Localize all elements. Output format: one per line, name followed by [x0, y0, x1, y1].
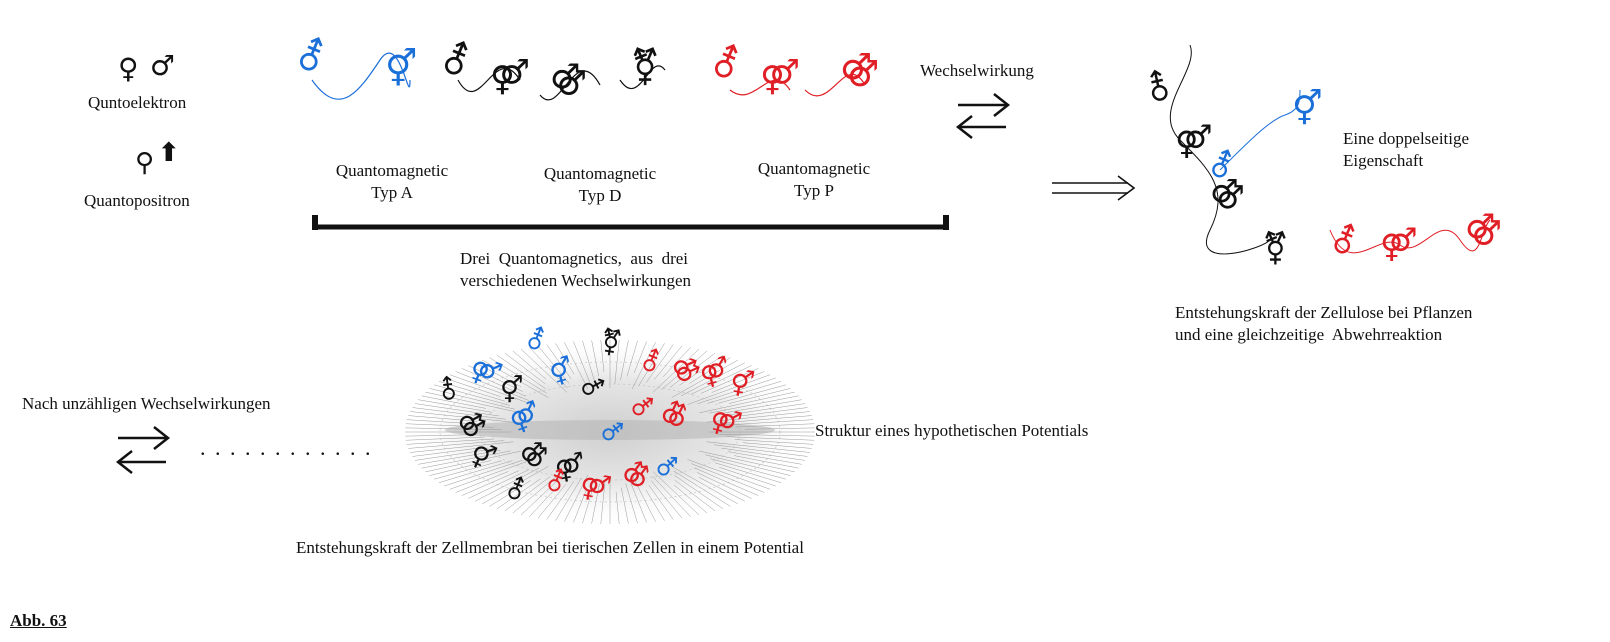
right-property-line1: Eine doppelseitige — [1343, 128, 1469, 150]
cloud-symbol-icon: ⚣ — [520, 440, 548, 466]
right-positron-red-icon: ⚦ — [1330, 225, 1359, 259]
type-d-pair-icon-2: ⚣ — [550, 60, 587, 94]
right-pair-red-icon-1: ⚤ — [1380, 228, 1418, 260]
cloud-symbol-icon: ⚦ — [640, 350, 662, 376]
bottom-dots: . . . . . . . . . . . . — [200, 437, 373, 459]
interaction-label: Wechselwirkung — [920, 60, 1034, 82]
electron-label: Quntoelektron — [88, 92, 186, 114]
cloud-symbol-icon: ⚥ — [500, 378, 523, 404]
right-electron-blue-icon: ⚥ — [1292, 92, 1323, 126]
cloud-symbol-icon: ⚣ — [620, 458, 652, 489]
figure-caption: Abb. 63 — [10, 610, 67, 632]
cloud-symbol-icon: ⚦ — [545, 470, 567, 496]
cloud-symbol-icon: ⚧ — [598, 328, 624, 357]
bracket-caption-line1: Drei Quantomagnetics, aus drei — [460, 248, 691, 270]
male-symbol-icon: ♂ — [150, 52, 175, 80]
type-p-pair-icon-2: ⚣ — [840, 50, 879, 86]
type-a-label-line2: Typ A — [322, 182, 462, 204]
type-d-label: Quantomagnetic Typ D — [530, 163, 670, 207]
cloud-symbol-icon: ⚤ — [697, 356, 733, 389]
cloud-symbol-icon: ⚤ — [707, 406, 743, 439]
type-d-pair-icon-3: ⚧ — [630, 50, 660, 86]
membrane-caption: Entstehungskraft der Zellmembran bei tie… — [296, 537, 804, 559]
cloud-symbol-icon: ⚤ — [578, 473, 613, 504]
structure-label: Struktur eines hypothetischen Potentials — [815, 420, 1088, 442]
right-property-label: Eine doppelseitige Eigenschaft — [1343, 128, 1469, 172]
bracket-caption-line2: verschiedenen Wechselwirkungen — [460, 270, 691, 292]
positron-label: Quantopositron — [84, 190, 190, 212]
right-pair-red-icon-2: ⚣ — [1465, 210, 1502, 244]
bracket-caption: Drei Quantomagnetics, aus drei verschied… — [460, 248, 691, 292]
right-property-line2: Eigenschaft — [1343, 150, 1469, 172]
bottom-left-label: Nach unzähligen Wechselwirkungen — [22, 393, 271, 415]
implication-arrow — [1052, 176, 1134, 200]
cloud-symbol-icon: ⚥ — [728, 370, 756, 400]
positron-dot-down-icon: ⚲ — [135, 150, 154, 176]
type-a-electron-pair-icon: ⚥ — [385, 52, 418, 88]
right-pair-black-icon-1: ⚤ — [1175, 125, 1213, 157]
type-d-label-line2: Typ D — [530, 185, 670, 207]
female-symbol-icon: ♀ — [118, 55, 139, 83]
type-d-label-line1: Quantomagnetic — [530, 163, 670, 185]
right-pair-black-icon-2: ⚣ — [1210, 175, 1245, 207]
type-d-positron-icon: ⚦ — [440, 42, 472, 80]
cloud-symbol-icon: ⚦ — [525, 328, 547, 354]
type-p-label-line2: Typ P — [744, 180, 884, 202]
type-p-label: Quantomagnetic Typ P — [744, 158, 884, 202]
right-caption-line1: Entstehungskraft der Zellulose bei Pflan… — [1175, 302, 1472, 324]
type-d-pair-icon-1: ⚤ — [490, 60, 530, 94]
type-a-positron-icon: ⚦ — [295, 38, 327, 76]
right-caption-line2: und eine gleichzeitige Abwehrreaktion — [1175, 324, 1472, 346]
type-p-label-line1: Quantomagnetic — [744, 158, 884, 180]
exchange-arrows-bottom — [118, 427, 168, 473]
type-bracket — [313, 215, 948, 230]
cloud-symbol-icon: ⚦ — [505, 478, 527, 504]
type-a-label: Quantomagnetic Typ A — [322, 160, 462, 204]
positron-dot-up-icon: ⬆ — [158, 140, 180, 166]
exchange-arrows-top — [958, 94, 1008, 138]
type-p-pair-icon-1: ⚤ — [760, 60, 800, 94]
right-pair-black-icon-3: ⚧ — [1262, 232, 1289, 264]
type-a-label-line1: Quantomagnetic — [322, 160, 462, 182]
type-p-positron-icon: ⚦ — [710, 45, 742, 83]
right-caption: Entstehungskraft der Zellulose bei Pflan… — [1175, 302, 1472, 346]
